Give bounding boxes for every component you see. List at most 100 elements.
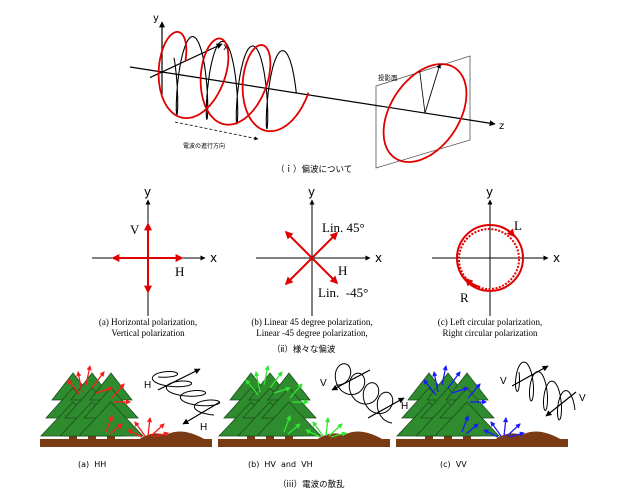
- tree-trunk: [266, 433, 274, 441]
- scatter-arrow: [324, 416, 331, 437]
- propagation-direction-arrow: [174, 121, 259, 141]
- y-axis-label: y: [308, 185, 315, 199]
- incident-wave-arrow: [545, 391, 577, 417]
- scatter-arrow: [283, 415, 291, 433]
- scatter-arrow: [451, 386, 469, 394]
- section-ii-caption: （ⅱ）様々な偏波: [272, 344, 336, 355]
- incident-wave-label: V: [579, 393, 586, 404]
- scattered-wave-arrow: [331, 369, 371, 391]
- tree-trunk: [425, 433, 433, 441]
- incident-wave-label: H: [200, 422, 207, 433]
- linear-minus45-arrow: [284, 230, 339, 285]
- scatter-arrow: [490, 421, 502, 437]
- scattered-wave-label: V: [320, 378, 327, 389]
- scene-label-hv-vh: (b) HV and VH: [248, 460, 313, 469]
- horizontal-label: H: [175, 264, 184, 279]
- scatter-arrow: [127, 429, 143, 438]
- scatter-arrow: [305, 429, 321, 438]
- tree-trunk: [444, 433, 452, 441]
- projection-plane-label: 投影面: [378, 73, 398, 82]
- scatter-arrow: [423, 379, 437, 396]
- scatter-arrow: [254, 370, 261, 393]
- linear-45-label: Lin. 45°: [322, 220, 365, 235]
- ground: [218, 439, 390, 447]
- scene-label-vv: (c) VV: [440, 460, 467, 469]
- polarized-wave: [151, 371, 221, 416]
- scatter-arrow: [95, 386, 113, 394]
- y-axis-label: y: [153, 13, 159, 24]
- tree-trunk: [88, 433, 96, 441]
- ground-mound: [494, 431, 562, 440]
- left-circular-path: [456, 224, 524, 292]
- polarized-wave: [515, 361, 576, 421]
- scatter-arrow: [328, 423, 343, 437]
- left-circular-label: L: [514, 218, 522, 233]
- polarized-wave: [334, 363, 394, 424]
- panel-caption-line2: Right circular polarization: [443, 328, 538, 338]
- panel-caption-line1: (b) Linear 45 degree polarization,: [251, 317, 372, 327]
- scatter-arrow: [273, 386, 291, 394]
- x-axis-label: x: [375, 251, 382, 265]
- scatter-arrow: [287, 423, 301, 435]
- scene-hh: H H: [40, 364, 221, 447]
- horizontal-label: H: [338, 263, 347, 278]
- field-vector-line: [419, 70, 426, 114]
- scene-vv: V V: [396, 361, 586, 447]
- scatter-arrow: [432, 370, 439, 393]
- incident-wave-label: H: [401, 401, 408, 412]
- incident-wave-arrow: [182, 401, 221, 425]
- scatter-arrow: [105, 415, 113, 433]
- y-axis-label: y: [486, 185, 493, 199]
- tree-trunk: [247, 433, 255, 441]
- ground: [396, 439, 568, 447]
- scatter-arrow: [245, 379, 259, 396]
- scatter-arrow: [269, 371, 283, 389]
- scatter-arrow: [85, 364, 92, 386]
- scatter-arrow: [467, 383, 481, 399]
- scene-label-hh: (a) HH: [78, 460, 106, 469]
- left-circular-arrow: [500, 226, 516, 238]
- ground-mound: [316, 431, 384, 440]
- scatter-arrow: [465, 423, 479, 435]
- tree-trunk: [285, 433, 293, 441]
- section-iii-caption: （iii）電波の散乱: [278, 479, 345, 490]
- scatter-arrow: [447, 371, 461, 389]
- scatter-arrow: [134, 421, 146, 437]
- z-axis-label: z: [499, 121, 504, 132]
- scattered-wave-arrow: [157, 368, 201, 391]
- scatter-arrow: [441, 364, 448, 386]
- scatter-arrow: [312, 421, 324, 437]
- panel-caption-line1: (a) Horizontal polarization,: [99, 317, 197, 327]
- scatter-arrow: [67, 379, 81, 396]
- electric-field-wave: [173, 36, 297, 130]
- incident-wave-arrow: [367, 397, 405, 419]
- x-axis-label: x: [553, 251, 560, 265]
- right-circular-path: [458, 228, 520, 290]
- section-i-caption: （ｉ）偏波について: [276, 164, 352, 175]
- ground: [40, 439, 212, 447]
- scattered-wave-label: V: [500, 376, 507, 387]
- scatter-arrow: [502, 416, 509, 437]
- scatter-arrow: [109, 423, 123, 435]
- scatter-arrow: [461, 415, 469, 433]
- panel-circular: y x L R (c) Left circular polarization, …: [432, 185, 560, 338]
- scatter-arrow: [111, 383, 125, 399]
- panel-caption-line2: Vertical polarization: [111, 328, 185, 338]
- scatter-arrow: [76, 370, 83, 393]
- x-axis-label: x: [223, 42, 229, 53]
- linear-minus45-label: Lin. -45°: [318, 285, 368, 300]
- scatter-arrow: [289, 383, 303, 399]
- scatter-arrow: [150, 423, 165, 437]
- x-axis-label: x: [210, 251, 217, 265]
- scene-hv-vh: V H: [218, 363, 408, 447]
- right-circular-label: R: [460, 290, 469, 305]
- field-vector-arrow: [424, 63, 441, 114]
- scattered-wave-arrow: [511, 365, 549, 387]
- scatter-arrow: [91, 371, 105, 389]
- panel-horizontal-vertical: y x V H (a) Horizontal polarization, Ver…: [92, 185, 217, 338]
- scatter-arrow: [263, 364, 270, 386]
- scatter-arrow: [506, 423, 521, 437]
- vertical-label: V: [130, 222, 140, 237]
- z-axis: [129, 66, 496, 127]
